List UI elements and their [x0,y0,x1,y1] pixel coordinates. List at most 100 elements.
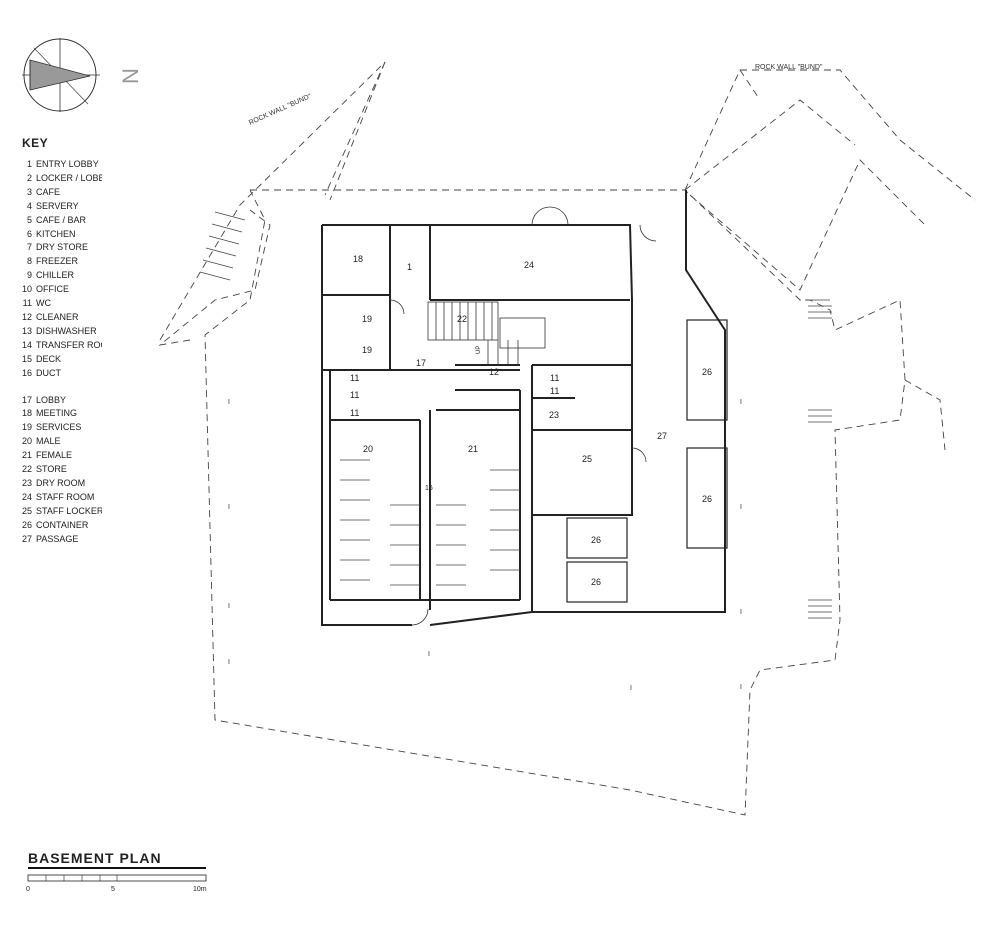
rock-wall-label-right: ROCK WALL "BUND" [755,64,823,71]
key-item-label: SERVERY [36,200,79,211]
key-item-label: PASSAGE [36,533,79,544]
svg-text:I: I [428,651,430,658]
svg-text:I: I [740,504,742,511]
key-item-label: STORE [36,464,67,475]
key-item-label: DUCT [36,367,61,378]
svg-text:I: I [630,685,632,692]
svg-text:I: I [740,609,742,616]
key-item-label: FREEZER [36,256,79,267]
room-label: 20 [363,444,373,454]
key-item: 4 SERVERY [22,200,102,214]
key-item-label: MEETING [36,408,78,419]
room-label: 18 [353,254,363,264]
svg-text:I: I [740,684,742,691]
key-item-label: WC [36,298,51,309]
building-walls [321,190,726,626]
key-item-label: DRY ROOM [36,477,86,488]
svg-text:I: I [228,603,230,610]
key-item-number: 22 [22,464,33,475]
key-item-label: CLEANER [36,311,79,322]
key-item-number: 23 [22,477,33,488]
room-label: 17 [416,358,426,368]
stair [427,301,546,365]
key-item-number: 26 [22,519,33,530]
key-item-number: 3 [26,186,32,197]
key-item-label: TRANSFER ROOM [36,339,102,350]
title-underline [28,867,206,869]
key-item-number: 16 [22,367,33,378]
room-label: 19 [362,314,372,324]
key-item-label: OFFICE [36,284,69,295]
key-gap [22,381,102,394]
stair-marks-left [199,211,246,281]
room-label: 25 [582,454,592,464]
key-item-number: 8 [26,256,32,267]
scale-tick-0: 0 [26,886,30,893]
key-item-label: FEMALE [36,450,73,461]
room-label: 11 [350,390,359,400]
room-label: 26 [591,535,601,545]
key-item-label: STAFF LOCKER [36,505,102,516]
svg-text:I: I [228,659,230,666]
compass-icon [22,38,100,112]
stair-marks-right [805,299,832,619]
site-outline [158,159,946,816]
room-label: 21 [468,444,478,454]
scale-tick-5: 5 [111,886,115,893]
key-item-number: 20 [22,436,33,447]
key-item-label: MALE [36,436,61,447]
room-label: 1 [407,262,412,272]
scale-bar: 0 5 10m [26,874,207,893]
key-item-label: DECK [36,353,62,364]
key-item-label: CAFE [36,186,61,197]
rock-wall-left [159,61,386,341]
key-item-number: 19 [22,422,33,433]
key-item-number: 18 [22,408,33,419]
room-label: UP [476,346,482,354]
key-item-number: 2 [26,172,32,183]
key-item-label: LOBBY [36,394,67,405]
key-item-label: CONTAINER [36,519,89,530]
svg-text:I: I [740,399,742,406]
key-item-number: 14 [22,339,33,350]
rock-wall-right [684,69,976,201]
key-item: 8 FREEZER [22,255,102,269]
containers [566,319,728,603]
key-item-number: 4 [26,200,32,211]
key-item-number: 25 [22,505,33,516]
key-item-number: 13 [22,325,33,336]
key-item-label: SERVICES [36,422,82,433]
toilet-cubicles [340,459,520,586]
room-label: 16 [425,485,433,492]
room-label: 19 [362,345,372,355]
key-item-number: 15 [22,353,33,364]
key-item-label: ENTRY LOBBY [36,159,99,169]
column-marks: II II II II II [228,399,742,692]
rock-wall-label-left: ROCK WALL "BUND" [248,93,313,127]
room-label: 23 [549,410,559,420]
room-label: 24 [524,260,534,270]
key-item-number: 6 [26,228,32,239]
room-label: 11 [350,373,359,383]
room-label: 22 [457,314,467,324]
doors [389,206,657,626]
